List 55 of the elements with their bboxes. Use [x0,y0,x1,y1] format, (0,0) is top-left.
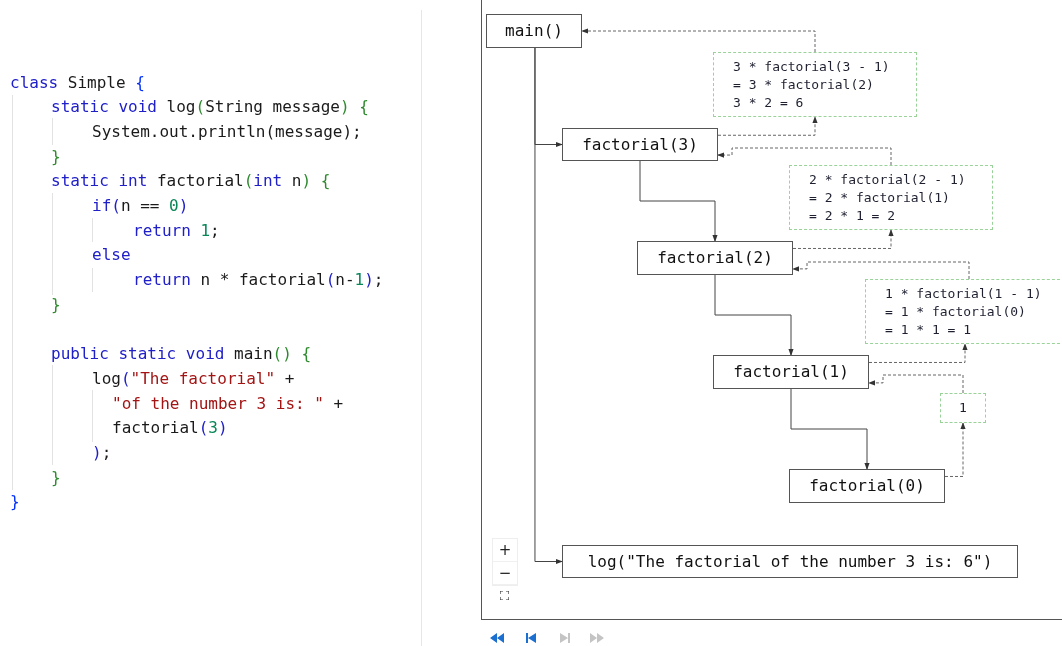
method-signature: public static void main() { [51,344,312,364]
call-box [486,14,582,48]
note-text: 2 * factorial(2 - 1) [809,170,966,189]
note-text: 1 [959,399,967,417]
note-text: 3 * factorial(3 - 1) [733,57,890,76]
note-text: = 2 * factorial(1) [809,188,950,207]
code-statement: "of the number 3 is: " + [112,394,344,414]
closing-brace: } [51,295,61,315]
note-text: = 2 * 1 = 2 [809,206,896,225]
return-connector [717,116,818,136]
call-arrow [790,388,870,470]
note-text: 1 * factorial(1 - 1) [885,284,1042,303]
code-statement: return 1; [133,221,220,241]
call-label: factorial(3) [582,134,698,155]
note-text: = 1 * factorial(0) [885,302,1026,321]
call-label: factorial(1) [733,362,849,382]
note-text: = 3 * factorial(2) [733,75,874,94]
code-statement: return n * factorial(n-1); [133,270,384,290]
class-declaration: class Simple { [10,73,145,93]
return-connector [792,229,894,249]
call-label: factorial(0) [809,476,925,496]
return-connector [868,343,968,363]
call-arrow [534,47,563,565]
code-statement: factorial(3) [112,418,228,438]
computation-note [789,165,993,230]
computation-note [713,52,917,117]
code-statement: if(n == 0) [92,196,189,216]
computation-note [865,279,1062,344]
method-signature: static void log(String message) { [51,97,369,117]
code-statement: log("The factorial" + [92,369,295,389]
call-box [713,355,869,389]
method-signature: static int factorial(int n) { [51,171,331,191]
computation-note [940,393,986,423]
note-text: 3 * 2 = 6 [733,93,804,112]
call-label: log("The factorial of the number 3 is: 6") [587,551,993,572]
return-connector [792,261,970,280]
note-text: = 1 * 1 = 1 [885,320,972,339]
code-keyword: else [92,245,131,265]
closing-brace: } [51,468,61,488]
code-statement: System.out.println(message); [92,122,362,142]
call-box [562,545,1018,578]
closing-brace: } [10,492,20,512]
call-box [562,128,718,161]
call-arrow [714,274,794,356]
closing-brace: } [51,147,61,167]
return-connector [868,374,964,394]
call-label: factorial(2) [657,248,773,268]
return-connector [717,147,892,166]
call-arrow [639,160,718,242]
code-statement: ); [92,443,112,463]
return-connector [581,28,816,53]
return-connector [944,422,966,477]
call-box [789,469,945,503]
call-box [637,241,793,275]
call-label: main() [505,21,563,41]
